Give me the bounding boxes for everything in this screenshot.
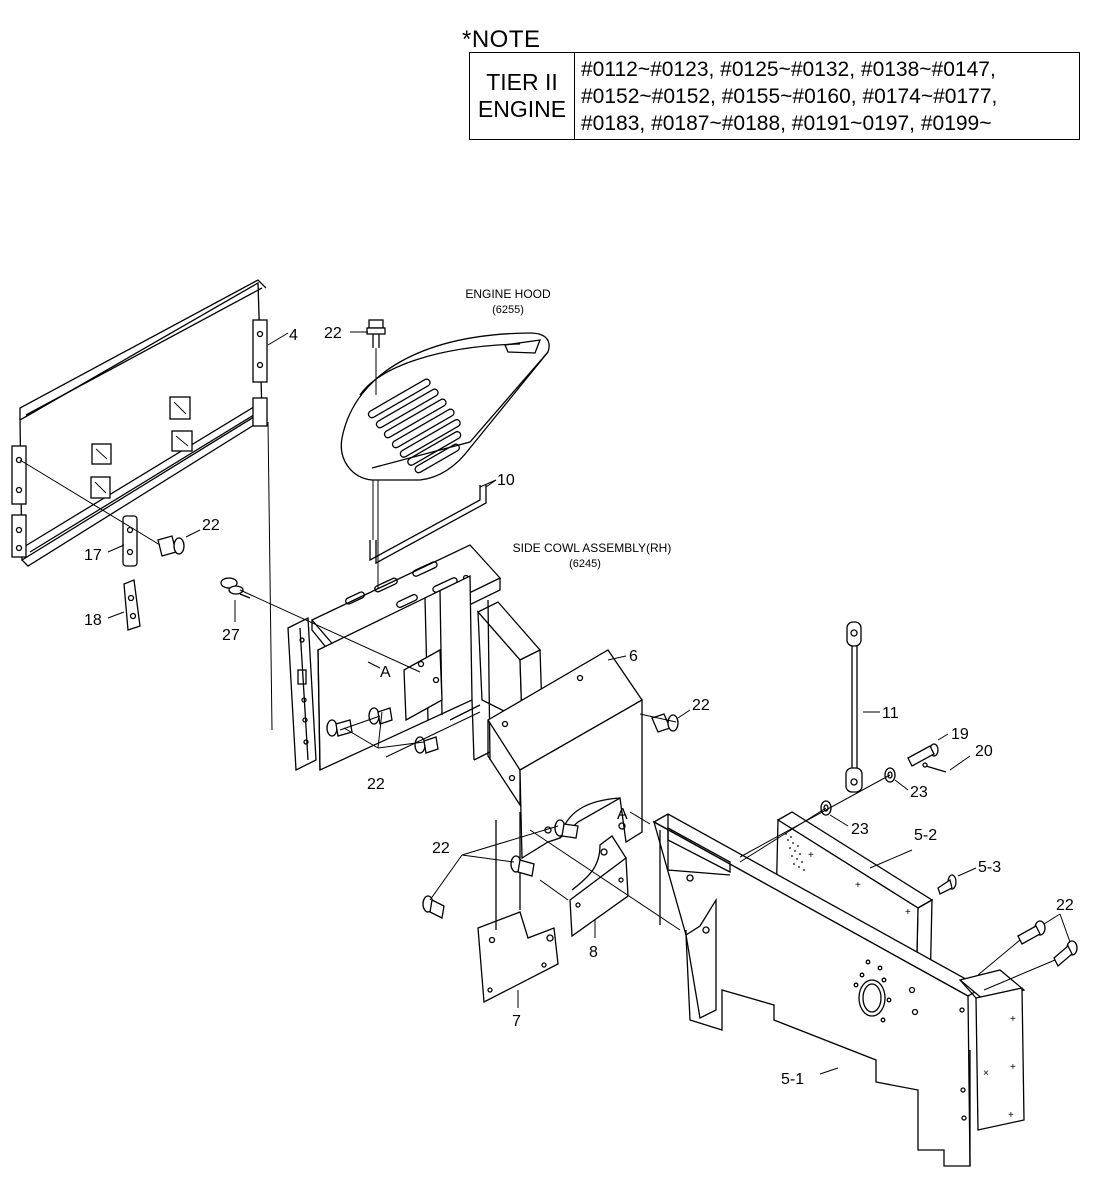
part-5-1-main-panel xyxy=(652,813,984,1167)
serial-range-line-2: #0152~#0152, #0155~#0160, #0174~#0177, xyxy=(581,84,998,108)
bolt-5-3 xyxy=(937,874,957,895)
serial-note-table: TIER II ENGINE #0112~#0123, #0125~#0132,… xyxy=(469,52,1080,140)
svg-text:+: + xyxy=(1010,1014,1016,1025)
callout-8: 8 xyxy=(589,944,598,961)
callout-17: 17 xyxy=(84,547,102,564)
callout-leaders xyxy=(107,331,1071,1075)
tier-label: TIER II xyxy=(486,69,558,95)
callout-10: 10 xyxy=(497,472,515,489)
callout-23-upper: 23 xyxy=(910,784,928,801)
clip-20 xyxy=(922,762,947,773)
callout-7: 7 xyxy=(512,1013,521,1030)
callout-22-left: 22 xyxy=(202,517,220,534)
callout-6: 6 xyxy=(629,648,638,665)
callout-18: 18 xyxy=(84,612,102,629)
side-cowl-assembly xyxy=(287,544,543,772)
bolt-22-top xyxy=(366,319,386,395)
serial-range-line-1: #0112~#0123, #0125~#0132, #0138~#0147, xyxy=(581,57,996,81)
engine-hood-caption: ENGINE HOOD xyxy=(465,287,551,301)
callout-27: 27 xyxy=(222,627,240,644)
engine-label: ENGINE xyxy=(477,96,567,122)
callout-20: 20 xyxy=(975,743,993,760)
bolts-22-center xyxy=(422,819,579,919)
callout-a-panel: A xyxy=(617,806,628,823)
side-cowl-code: (6245) xyxy=(569,558,601,570)
callout-5-2: 5-2 xyxy=(914,827,937,844)
bolt-27 xyxy=(220,577,251,599)
callout-5-3: 5-3 xyxy=(978,859,1001,876)
callout-22-top: 22 xyxy=(324,325,342,342)
callout-22-mid-right: 22 xyxy=(692,697,710,714)
callout-11: 11 xyxy=(882,705,899,722)
bolt-22-left xyxy=(157,535,185,557)
callout-a-cowl: A xyxy=(380,664,391,681)
svg-text:+: + xyxy=(905,907,911,918)
engine-hood-code: (6255) xyxy=(492,304,524,316)
engine-tier-cell: TIER II ENGINE xyxy=(469,52,575,140)
part-11-rod xyxy=(845,621,863,793)
engine-hood xyxy=(340,332,550,481)
part-8-plate xyxy=(569,835,629,938)
assembly-lines xyxy=(19,421,1056,991)
part-4-side-panel xyxy=(11,279,268,567)
serial-range-line-3: #0183, #0187~#0188, #0191~0197, #0199~ xyxy=(581,111,992,135)
callout-22-right: 22 xyxy=(1056,897,1074,914)
callout-19: 19 xyxy=(951,726,969,743)
callout-5-1: 5-1 xyxy=(781,1071,804,1088)
part-18-clip xyxy=(123,579,141,631)
callout-23-lower: 23 xyxy=(851,821,869,838)
svg-text:+: + xyxy=(1010,1062,1016,1073)
pin-19 xyxy=(907,743,939,767)
svg-text:+: + xyxy=(808,850,814,861)
bolts-22-right xyxy=(1017,920,1078,968)
side-cowl-caption: SIDE COWL ASSEMBLY(RH) xyxy=(513,541,672,555)
bolt-22-mid-right xyxy=(651,713,679,733)
svg-text:×: × xyxy=(983,1068,989,1079)
callout-4: 4 xyxy=(289,327,298,344)
svg-text:+: + xyxy=(1008,1110,1014,1121)
serial-ranges-cell: #0112~#0123, #0125~#0132, #0138~#0147, #… xyxy=(574,52,1080,140)
callout-22-bottom-left: 22 xyxy=(367,776,385,793)
note-title: *NOTE xyxy=(462,26,541,53)
right-end-plate: + + × + xyxy=(958,969,1026,1131)
svg-text:+: + xyxy=(855,880,861,891)
callout-22-center: 22 xyxy=(432,840,450,857)
